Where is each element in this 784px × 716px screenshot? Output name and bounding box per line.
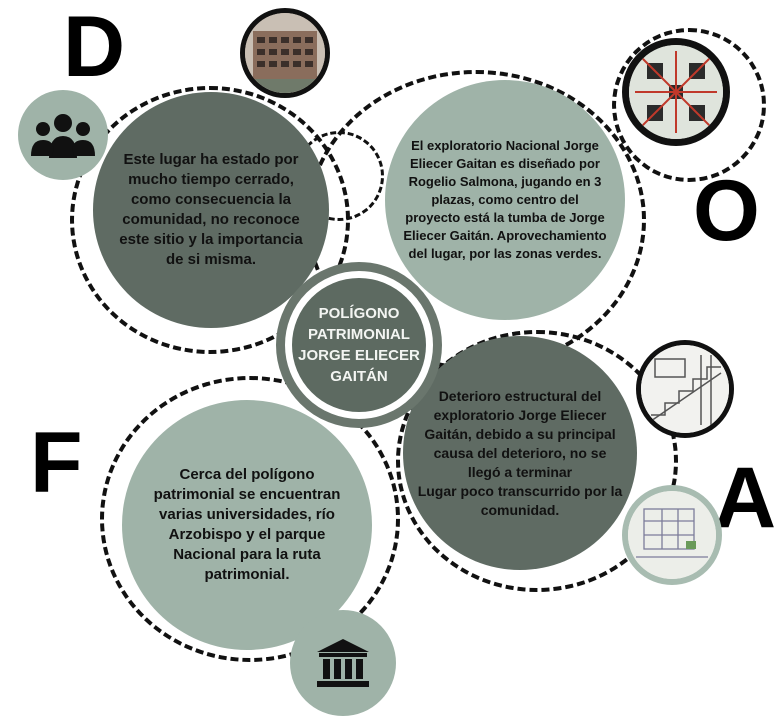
debilidades-text: Este lugar ha estado por mucho tiempo ce… xyxy=(119,151,303,268)
amenazas-text-1: Deterioro estructural del exploratorio J… xyxy=(424,387,616,480)
amenazas-text: Deterioro estructural del exploratorio J… xyxy=(417,387,623,520)
plan-drawing-photo xyxy=(622,38,730,146)
stair-sketch-photo xyxy=(636,340,734,438)
debilidades-circle: Este lugar ha estado por mucho tiempo ce… xyxy=(93,92,329,328)
center-title: POLÍGONO PATRIMONIAL JORGE ELIECER GAITÁ… xyxy=(298,305,420,385)
center-circle: POLÍGONO PATRIMONIAL JORGE ELIECER GAITÁ… xyxy=(292,278,426,412)
fortalezas-dashed-ring xyxy=(100,376,400,662)
amenazas-dashed-ring xyxy=(396,330,678,592)
building-sketch-photo xyxy=(622,485,722,585)
people-group-icon xyxy=(31,114,95,158)
oportunidades-circle: El exploratorio Nacional Jorge Eliecer G… xyxy=(385,80,625,320)
letter-f: F xyxy=(30,415,83,511)
oportunidades-text: El exploratorio Nacional Jorge Eliecer G… xyxy=(403,138,607,261)
letter-a: A xyxy=(714,450,777,546)
museum-building-icon xyxy=(317,639,369,687)
photo-plan-dashed-ring xyxy=(612,28,766,182)
letter-d: D xyxy=(63,0,126,95)
fortalezas-text: Cerca del polígono patrimonial se encuen… xyxy=(153,466,341,583)
museum-icon-circle xyxy=(290,610,396,716)
fortalezas-circle: Cerca del polígono patrimonial se encuen… xyxy=(122,400,372,650)
building-photo xyxy=(240,8,330,98)
amenazas-circle: Deterioro estructural del exploratorio J… xyxy=(403,336,637,570)
amenazas-text-2: Lugar poco transcurrido por la comunidad… xyxy=(417,482,623,518)
people-icon-circle xyxy=(18,90,108,180)
letter-o: O xyxy=(693,163,760,259)
